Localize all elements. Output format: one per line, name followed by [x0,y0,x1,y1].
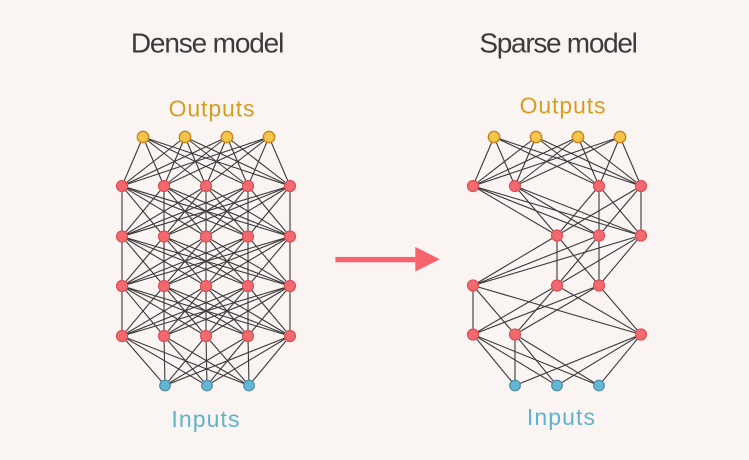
svg-text:Outputs: Outputs [520,93,607,119]
svg-text:Inputs: Inputs [527,404,596,430]
svg-text:Inputs: Inputs [171,406,240,432]
svg-text:Sparse model: Sparse model [479,27,636,58]
svg-text:Outputs: Outputs [169,96,256,122]
svg-text:Dense model: Dense model [131,27,283,58]
